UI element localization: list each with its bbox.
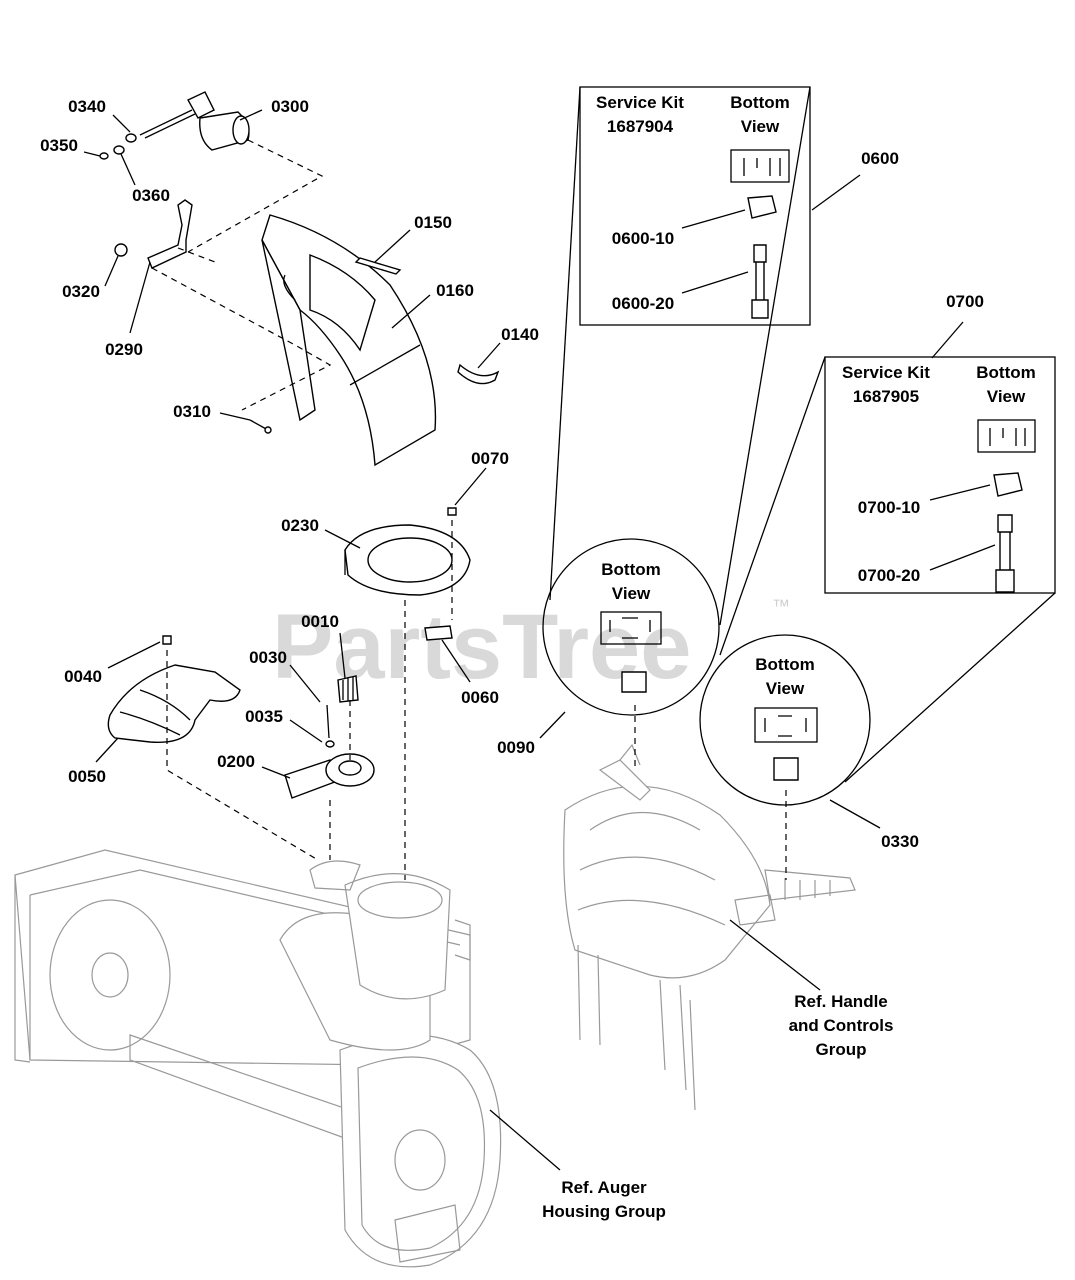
callout-0040: 0040 — [64, 667, 102, 686]
service-kit-0600-panel: Service Kit 1687904 Bottom View — [549, 86, 811, 626]
ref-auger-line2: Housing Group — [542, 1202, 666, 1221]
ref-handle-line1: Ref. Handle — [794, 992, 888, 1011]
kit-0700-title-line1: Service Kit — [842, 363, 930, 382]
kit-0600-view-line1: Bottom — [730, 93, 789, 112]
callout-0030: 0030 — [249, 648, 287, 667]
leader-lines — [83, 109, 996, 1171]
detail-0090-line2: View — [612, 584, 651, 603]
harness-0700-20 — [995, 514, 1015, 593]
decal-0150 — [354, 257, 402, 275]
ref-handle-line3: Group — [816, 1040, 867, 1059]
gear-motor-0200 — [284, 753, 375, 799]
callout-0600: 0600 — [861, 149, 899, 168]
bracket-0290 — [147, 199, 193, 269]
watermark-tm: ™ — [772, 596, 790, 616]
detail-0090-line1: Bottom — [601, 560, 660, 579]
callout-0600-20: 0600-20 — [612, 294, 674, 313]
callout-0600-10: 0600-10 — [612, 229, 674, 248]
callout-0035: 0035 — [245, 707, 283, 726]
detail-circle-0090: Bottom View — [542, 538, 720, 716]
washer-0360 — [113, 145, 125, 155]
callout-0350: 0350 — [40, 136, 78, 155]
guide-0060 — [424, 625, 453, 641]
washer-0035 — [325, 740, 335, 748]
callout-0320: 0320 — [62, 282, 100, 301]
ref-handle-line2: and Controls — [789, 1016, 894, 1035]
kit-0700-view-line1: Bottom — [976, 363, 1035, 382]
detail-0330-line1: Bottom — [755, 655, 814, 674]
ref-auger-line1: Ref. Auger — [561, 1178, 647, 1197]
harness-0600-20 — [751, 244, 769, 319]
callout-0330: 0330 — [881, 832, 919, 851]
kit-0600-title-line2: 1687904 — [607, 117, 674, 136]
callout-0160: 0160 — [436, 281, 474, 300]
service-kit-0700-panel: Service Kit 1687905 Bottom View — [719, 356, 1056, 783]
callout-0700-10: 0700-10 — [858, 498, 920, 517]
ring-gear-0230 — [344, 524, 471, 596]
screw-0070 — [447, 507, 457, 516]
callout-0200: 0200 — [217, 752, 255, 771]
switch-0700-10 — [993, 472, 1023, 497]
kit-0700-view-line2: View — [987, 387, 1026, 406]
kit-0600-view-line2: View — [741, 117, 780, 136]
callout-0010: 0010 — [301, 612, 339, 631]
chute-0160 — [261, 214, 437, 467]
callout-0310: 0310 — [173, 402, 211, 421]
auger-housing-drawing — [14, 849, 502, 1268]
ref-handle-label: Ref. Handle and Controls Group — [789, 992, 894, 1059]
clip-0140 — [457, 363, 500, 385]
callouts: 0340 0300 0350 0360 0320 0290 0150 0160 … — [40, 97, 984, 851]
callout-0230: 0230 — [281, 516, 319, 535]
callout-0050: 0050 — [68, 767, 106, 786]
detail-circle-0330: Bottom View — [699, 634, 871, 806]
callout-0060: 0060 — [461, 688, 499, 707]
ref-auger-label: Ref. Auger Housing Group — [542, 1178, 666, 1221]
washer-0340 — [125, 133, 137, 143]
kit-0700-title-line2: 1687905 — [853, 387, 919, 406]
callout-0360: 0360 — [132, 186, 170, 205]
callout-0700-20: 0700-20 — [858, 566, 920, 585]
callout-0140: 0140 — [501, 325, 539, 344]
nut-0350 — [99, 152, 109, 160]
switch-0090 — [621, 671, 647, 693]
callout-0150: 0150 — [414, 213, 452, 232]
kit-0600-title-line1: Service Kit — [596, 93, 684, 112]
nut-0320 — [114, 243, 128, 257]
switch-0600-10 — [747, 195, 777, 219]
callout-0700: 0700 — [946, 292, 984, 311]
handle-controls-drawing — [563, 743, 856, 1111]
callout-0090: 0090 — [497, 738, 535, 757]
cover-0050 — [107, 664, 241, 744]
callout-0290: 0290 — [105, 340, 143, 359]
callout-0300: 0300 — [271, 97, 309, 116]
motor-0300 — [139, 91, 250, 151]
detail-0330-line2: View — [766, 679, 805, 698]
switch-0330 — [773, 757, 799, 781]
screw-0030 — [326, 704, 330, 739]
screw-0040 — [162, 635, 172, 645]
callout-0340: 0340 — [68, 97, 106, 116]
callout-0070: 0070 — [471, 449, 509, 468]
